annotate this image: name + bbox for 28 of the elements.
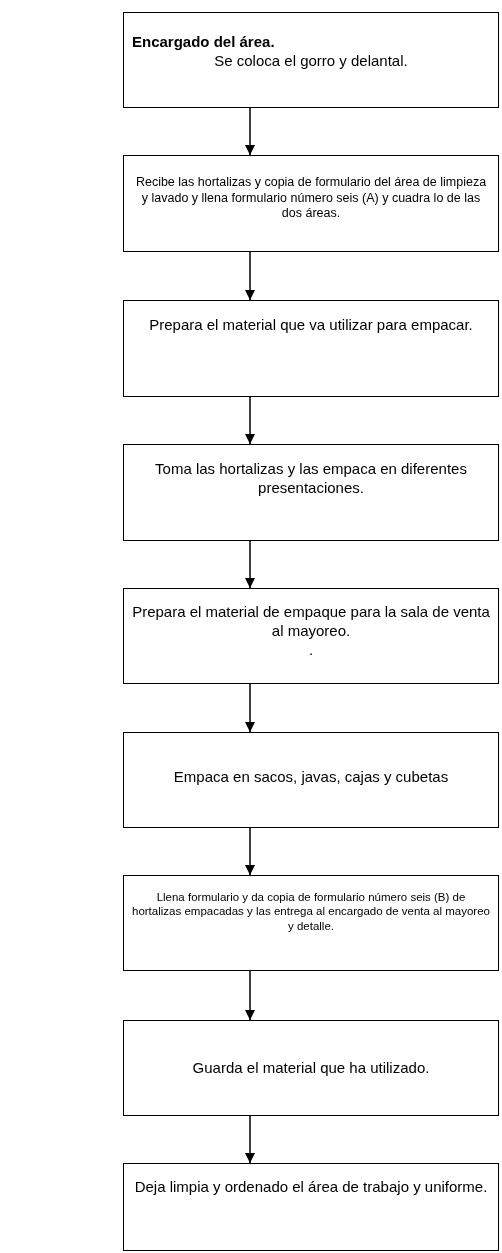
arrow: [245, 827, 255, 876]
step-text: Deja limpia y ordenado el área de trabajo y uniforme.: [134, 1178, 488, 1195]
process-box: [123, 300, 499, 397]
step-text: Guarda el material que ha utilizado.: [192, 1059, 430, 1076]
step-text: Recibe las hortalizas y copia de formulario del área de limpieza y lavado y llena formulario número seis (A) y cuadra lo de las dos áreas.: [135, 175, 487, 221]
step-text: Toma las hortalizas y las empaca en diferentes presentaciones.: [155, 460, 467, 496]
step-text: Empaca en sacos, javas, cajas y cubetas: [173, 768, 449, 785]
step-text: Llena formulario y da copia de formulario número seis (B) de hortalizas empacadas y las entrega al encargado de venta al mayoreo y detalle.: [132, 891, 490, 932]
process-box: [123, 732, 499, 828]
arrow: [245, 1115, 255, 1164]
arrow: [245, 683, 255, 733]
box-heading: Encargado del área.: [132, 33, 275, 50]
step-text: Se coloca el gorro y delantal.: [214, 51, 408, 69]
process-box: [123, 588, 499, 684]
step-text: Prepara el material que va utilizar para empacar.: [149, 316, 473, 333]
step-text: Prepara el material de empaque para la sala de venta al mayoreo.: [132, 603, 490, 639]
step-text: .: [308, 640, 314, 658]
process-box: [123, 12, 499, 108]
arrow: [245, 396, 255, 445]
arrow: [245, 970, 255, 1021]
process-box: [123, 1163, 499, 1251]
arrow: [245, 251, 255, 301]
process-box: [123, 875, 499, 971]
process-box: [123, 444, 499, 541]
process-box: [123, 155, 499, 252]
arrow: [245, 107, 255, 156]
process-box: [123, 1020, 499, 1116]
arrow: [245, 540, 255, 589]
